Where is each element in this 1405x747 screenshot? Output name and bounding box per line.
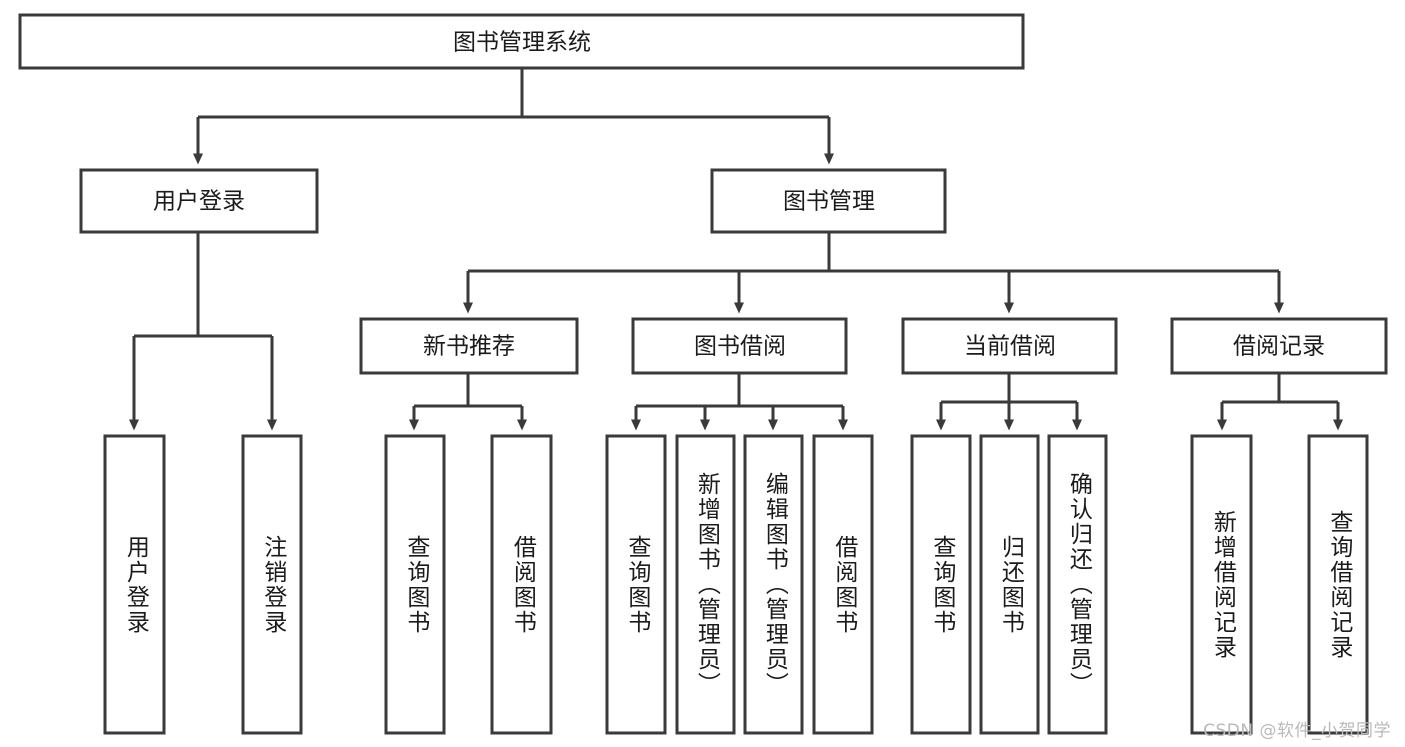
node-user-login[interactable] [79, 168, 319, 234]
node-borrow-record-label: 借阅记录 [1233, 334, 1325, 360]
node-leaf-query-book-3[interactable] [910, 434, 972, 735]
node-current-borrow-label: 当前借阅 [964, 334, 1056, 360]
node-book-manage-label: 图书管理 [783, 189, 875, 215]
node-new-book-rec[interactable] [359, 317, 579, 375]
node-user-login-label: 用户登录 [153, 189, 245, 215]
node-root-label: 图书管理系统 [453, 30, 591, 56]
node-new-book-rec-label: 新书推荐 [423, 334, 515, 360]
node-borrow-record[interactable] [1170, 317, 1388, 375]
node-leaf-user-logout[interactable] [241, 434, 303, 735]
node-leaf-query-book-2[interactable] [605, 434, 667, 735]
node-root[interactable] [18, 13, 1025, 70]
node-current-borrow[interactable] [901, 317, 1118, 375]
node-leaf-return-book[interactable] [979, 434, 1040, 735]
connectors-layer [129, 68, 1343, 431]
node-leaf-confirm-return[interactable] [1047, 434, 1108, 735]
node-leaf-add-record[interactable] [1190, 434, 1253, 735]
node-leaf-user-login[interactable] [103, 434, 166, 735]
node-book-borrow-label: 图书借阅 [694, 334, 786, 360]
watermark-label: CSDN @软件_小贺同学 [1203, 721, 1391, 741]
node-book-manage[interactable] [710, 168, 947, 234]
node-leaf-query-record[interactable] [1307, 434, 1369, 735]
node-leaf-edit-book[interactable] [743, 434, 804, 735]
node-leaf-borrow-book-1[interactable] [490, 434, 553, 735]
node-leaf-borrow-book-2[interactable] [812, 434, 874, 735]
node-leaf-add-book[interactable] [675, 434, 736, 735]
node-book-borrow[interactable] [631, 317, 848, 375]
node-leaf-query-book-1[interactable] [384, 434, 446, 735]
nodes-layer: 图书管理系统 用户登录 图书管理 新书推荐 图书借阅 当前借阅 借阅记录 [18, 13, 1388, 735]
